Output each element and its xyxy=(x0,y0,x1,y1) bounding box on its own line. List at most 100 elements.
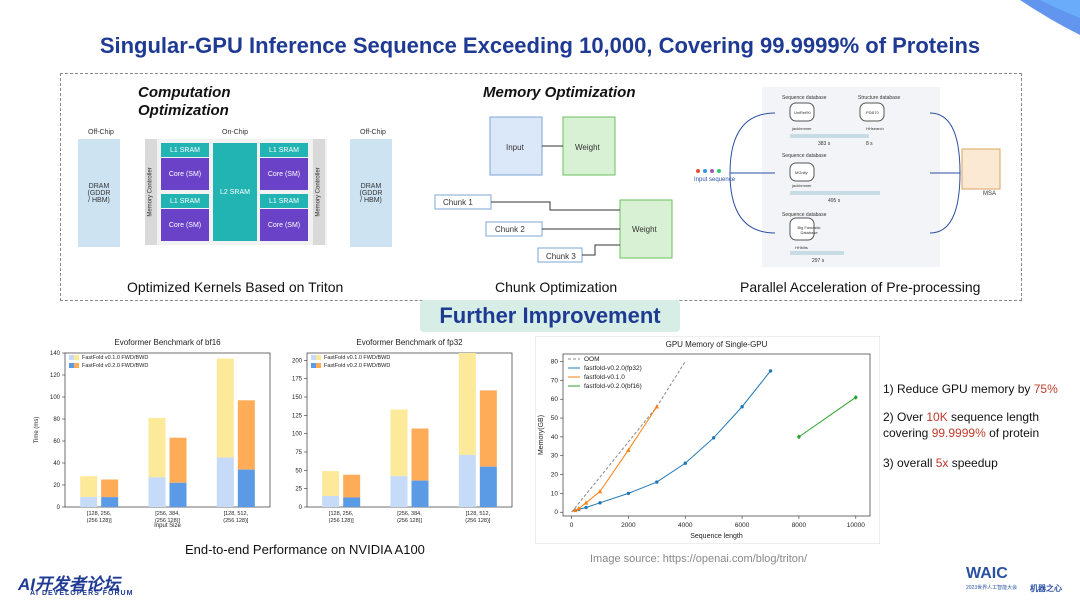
db-pdb70: PDB70 xyxy=(866,110,879,115)
bar-fwd xyxy=(479,466,497,507)
chart-title: GPU Memory of Single-GPU xyxy=(666,340,768,349)
bar-bwd xyxy=(80,476,98,498)
x-tick-label: (256 128)] xyxy=(155,518,181,524)
y-tick-label: 70 xyxy=(551,377,559,384)
jiqizhixin-logo: 机器之心 xyxy=(1030,584,1062,593)
legend-swatch-bwd xyxy=(74,363,79,368)
legend-label: fastfold-v0.2.0(bf16) xyxy=(584,383,642,390)
legend-swatch-fwd xyxy=(311,355,316,360)
bar-bwd xyxy=(148,417,166,478)
data-point xyxy=(572,507,578,513)
l1-sram-2: L1 SRAM xyxy=(260,143,308,157)
weight-block-label: Weight xyxy=(575,143,600,152)
bar-fwd xyxy=(411,480,429,507)
core-sm-2: Core (SM) xyxy=(260,158,308,190)
series-line xyxy=(798,396,857,438)
y-tick-label: 40 xyxy=(551,434,559,441)
memory-heading: Memory Optimization xyxy=(483,84,636,101)
data-point xyxy=(584,505,588,510)
y-axis-label: Memory(GB) xyxy=(538,415,545,455)
y-tick-label: 20 xyxy=(53,483,60,489)
x-tick-label: 2000 xyxy=(621,522,636,529)
input-sequence-label: Input sequence xyxy=(694,177,736,183)
legend-label: FastFold v0.1.0 FWD/BWD xyxy=(82,355,148,361)
bar-bwd xyxy=(322,471,340,496)
chart-bf16: Evoformer Benchmark of bf160204060801001… xyxy=(34,338,271,529)
tool-hhsearch: HHsearch xyxy=(866,126,884,131)
y-tick-label: 140 xyxy=(50,351,61,357)
on-chip-label: On-Chip xyxy=(222,129,249,136)
x-tick-label: 0 xyxy=(570,522,574,529)
bar-bwd xyxy=(169,437,187,483)
data-point xyxy=(655,480,659,484)
x-tick-label: 4000 xyxy=(678,522,693,529)
chunk-3-label: Chunk 3 xyxy=(546,252,576,261)
computation-caption: Optimized Kernels Based on Triton xyxy=(127,279,344,295)
bar-fwd xyxy=(458,454,476,507)
data-point xyxy=(768,369,773,373)
x-axis-label: Input Size xyxy=(154,523,181,529)
bar-bwd xyxy=(390,409,408,477)
data-point xyxy=(626,491,631,496)
bullet-2: 2) Over 10K sequence length xyxy=(883,410,1040,424)
legend-label: fastfold-v0.2.0(fp32) xyxy=(584,365,642,372)
y-tick-label: 100 xyxy=(50,395,61,401)
y-tick-label: 75 xyxy=(295,450,302,456)
l1-sram-3: L1 SRAM xyxy=(161,194,209,208)
x-tick-label: (256 128)] xyxy=(223,518,249,524)
legend-label: FastFold v0.2.0 FWD/BWD xyxy=(324,363,390,369)
y-tick-label: 10 xyxy=(551,490,559,497)
legend-swatch-fwd xyxy=(311,363,316,368)
data-point xyxy=(853,394,858,400)
further-improvement-banner: Further Improvement xyxy=(420,300,680,332)
bar-fwd xyxy=(80,497,98,507)
waic-logo: WAIC xyxy=(966,565,1008,582)
parallel-diagram xyxy=(696,87,1001,267)
tool-jackhmmer-1: jackhmmer xyxy=(792,126,812,131)
core-sm-1: Core (SM) xyxy=(161,158,209,190)
plot-frame xyxy=(64,352,271,508)
input-sequence-icon xyxy=(696,169,721,173)
bar-bwd xyxy=(101,479,119,498)
y-tick-label: 20 xyxy=(551,472,559,479)
y-tick-label: 25 xyxy=(295,487,302,493)
legend-label: fastfold-v0.1.0 xyxy=(584,374,625,381)
forum-logo-text: AI开发者论坛 xyxy=(18,575,120,594)
y-tick-label: 125 xyxy=(292,413,303,419)
y-tick-label: 0 xyxy=(57,505,61,511)
bullet-3: 3) overall 5x speedup xyxy=(883,456,998,470)
struct-db-label: Structure database xyxy=(858,95,901,101)
memory-controller-right: Memory Controller xyxy=(313,139,325,245)
legend-swatch-fwd xyxy=(69,363,74,368)
series-line xyxy=(575,370,771,511)
x-tick-label: (256 128)] xyxy=(87,518,113,524)
l1-sram-1: L1 SRAM xyxy=(161,143,209,157)
seq-db-label-1: Sequence database xyxy=(782,95,827,101)
chunk-1-label: Chunk 1 xyxy=(443,198,473,207)
bar-fwd xyxy=(216,457,234,507)
x-tick-label: 10000 xyxy=(847,522,865,529)
y-tick-label: 80 xyxy=(551,359,559,366)
time-4: 297 s xyxy=(812,258,825,264)
x-tick-label: 8000 xyxy=(792,522,807,529)
bar-fwd xyxy=(390,476,408,507)
core-sm-4: Core (SM) xyxy=(260,209,308,241)
db-bfd: Big Fantastic Database xyxy=(797,225,821,235)
l2-sram: L2 SRAM xyxy=(213,143,257,241)
memory-caption: Chunk Optimization xyxy=(495,279,618,295)
data-point xyxy=(576,505,582,511)
x-tick-label: [128, 512, xyxy=(224,511,249,517)
y-tick-label: 175 xyxy=(292,377,303,383)
db-mgnify: MGnify xyxy=(795,170,808,175)
corner-decoration xyxy=(1020,0,1080,35)
y-tick-label: 150 xyxy=(292,395,303,401)
off-chip-label-right: Off-Chip xyxy=(360,129,386,136)
weight-block-2-label: Weight xyxy=(632,225,657,234)
y-tick-label: 100 xyxy=(292,432,303,438)
chart-fp32: Evoformer Benchmark of fp320255075100125… xyxy=(292,338,513,524)
y-tick-label: 50 xyxy=(551,415,559,422)
seq-db-label-2: Sequence database xyxy=(782,153,827,159)
y-tick-label: 0 xyxy=(554,509,558,516)
legend-label: FastFold v0.2.0 FWD/BWD xyxy=(82,363,148,369)
plot-frame xyxy=(306,352,513,508)
